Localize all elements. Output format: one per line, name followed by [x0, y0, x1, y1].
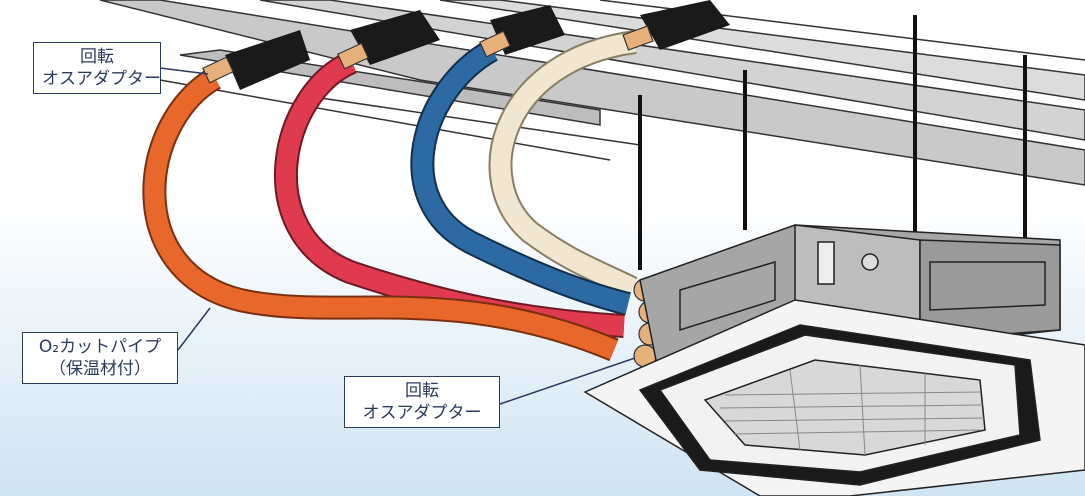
- leader-lines: [159, 67, 636, 405]
- pipe-blue: [412, 41, 631, 314]
- top-adapter-label: 回転 オスアダプター: [33, 42, 161, 94]
- label-line: （保温材付）: [49, 359, 151, 379]
- bottom-adapter-label: 回転 オスアダプター: [344, 376, 500, 428]
- label-line: 回転: [405, 381, 439, 401]
- label-line: オスアダプター: [42, 69, 161, 89]
- ceiling-beams: [99, 0, 1085, 186]
- pipe-label: O₂カットパイプ （保温材付）: [22, 332, 178, 384]
- pipe-orange: [144, 69, 618, 360]
- label-line: 回転: [80, 47, 114, 67]
- hanger-rods: [638, 15, 1027, 270]
- label-line: オスアダプター: [362, 403, 482, 423]
- cassette-ac-unit: [583, 224, 1085, 496]
- pipe-cream: [490, 32, 637, 297]
- label-line: O₂カットパイプ: [38, 337, 162, 357]
- pipes: [142, 30, 638, 362]
